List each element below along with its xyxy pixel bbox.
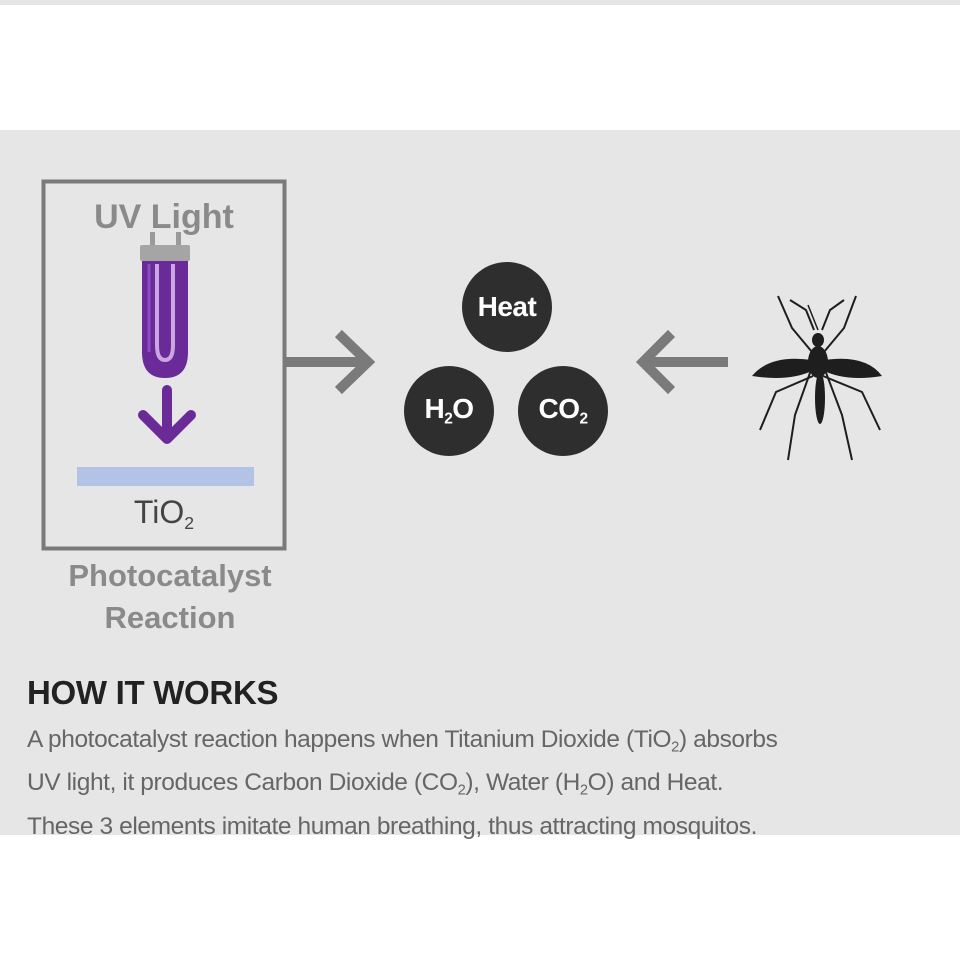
h2o-circle: H2O (404, 366, 494, 456)
co2-circle: CO2 (518, 366, 608, 456)
right-arrow-icon (285, 329, 376, 395)
diagram-graphics (41, 179, 882, 551)
description-line-2: UV light, it produces Carbon Dioxide (CO… (27, 769, 724, 799)
down-arrow-icon (138, 385, 196, 444)
top-border-strip (0, 0, 960, 5)
reaction-box (41, 179, 287, 551)
description-line-1: A photocatalyst reaction happens when Ti… (27, 726, 778, 756)
mosquito-icon (752, 295, 882, 461)
uv-light-label: UV Light (94, 198, 234, 236)
how-it-works-title: HOW IT WORKS (27, 674, 279, 711)
infographic-panel: UV Light TiO2 Photocatalyst Reaction Hea… (0, 130, 960, 840)
uv-lamp-icon (140, 232, 190, 378)
how-it-works-description: A photocatalyst reaction happens when Ti… (27, 722, 957, 845)
heat-circle: Heat (462, 262, 552, 352)
left-arrow-icon (635, 329, 728, 395)
photocatalyst-reaction-label: Photocatalyst Reaction (68, 558, 272, 635)
tio2-label: TiO2 (133, 494, 195, 534)
tio2-plate (77, 467, 254, 486)
photocatalyst-diagram: UV Light TiO2 Photocatalyst Reaction Hea… (0, 130, 960, 790)
description-line-3: These 3 elements imitate human breathing… (27, 812, 757, 840)
